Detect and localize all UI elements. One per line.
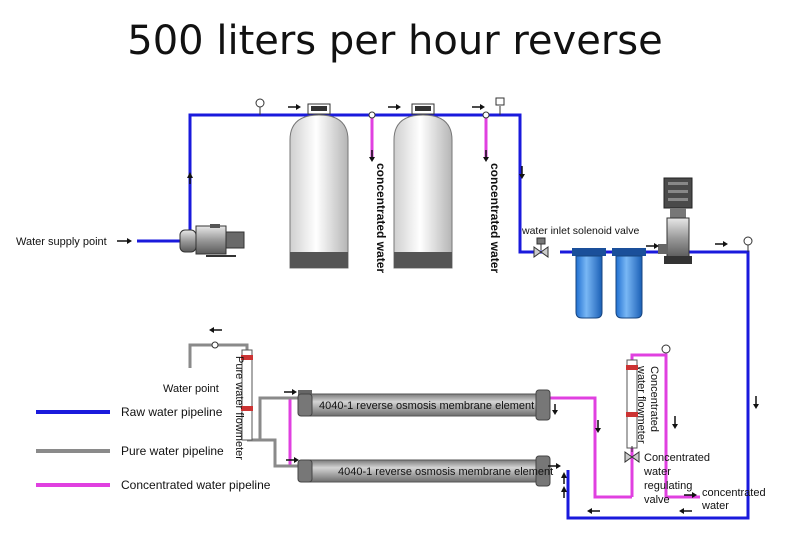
arrow-up-icon xyxy=(187,172,193,184)
arrow-down-icon xyxy=(483,150,489,162)
arrow-down-icon xyxy=(595,420,601,433)
solenoid-valve-icon xyxy=(533,237,549,258)
regulating-valve-label-1: Concentrated xyxy=(644,452,710,464)
legend-label-pure: Pure water pipeline xyxy=(121,444,224,458)
arrow-down-icon xyxy=(519,166,525,179)
page-title: 500 liters per hour reverse xyxy=(127,18,663,64)
concentrated-water-label-2: concentrated water xyxy=(488,163,502,273)
pure-water-flowmeter-label: Pure water flowmeter xyxy=(233,356,245,460)
arrow-down-icon xyxy=(369,150,375,162)
membrane-1-label: 4040-1 reverse osmosis membrane element xyxy=(319,400,534,412)
arrow-right-icon xyxy=(286,457,299,463)
concentrated-outlet-label-2: water xyxy=(701,500,729,512)
regulating-valve-label-3: regulating xyxy=(644,480,692,492)
water-inlet-solenoid-valve-label: water inlet solenoid valve xyxy=(521,225,639,237)
arrow-right-icon xyxy=(715,241,728,247)
regulating-valve-label-4: valve xyxy=(644,494,670,506)
arrow-down-icon xyxy=(552,404,558,415)
drain-valve-icon xyxy=(368,111,376,119)
sampling-valve-icon xyxy=(211,341,219,349)
membrane-2-label: 4040-1 reverse osmosis membrane element xyxy=(338,466,553,478)
arrow-left-icon xyxy=(209,327,222,333)
sand-filter-tank xyxy=(289,103,349,269)
ro-membrane-2: 4040-1 reverse osmosis membrane element xyxy=(297,455,553,487)
arrow-left-icon xyxy=(679,508,692,514)
regulating-valve-label-2: water xyxy=(643,466,671,478)
high-pressure-pump-icon xyxy=(658,177,693,264)
arrow-right-icon xyxy=(684,492,697,498)
legend: Raw water pipeline Pure water pipeline C… xyxy=(36,405,271,492)
arrow-right-icon xyxy=(288,104,301,110)
concentrated-outlet-label-1: concentrated xyxy=(702,487,766,499)
carbon-filter-tank xyxy=(393,103,453,269)
pressure-gauge-icon xyxy=(661,344,671,354)
legend-label-raw: Raw water pipeline xyxy=(121,405,223,419)
cartridge-filter-2 xyxy=(612,248,646,319)
feed-pump-icon xyxy=(179,224,245,257)
pressure-gauge-icon xyxy=(255,98,265,115)
water-point-label: Water point xyxy=(163,383,219,395)
arrow-right-icon xyxy=(548,463,561,469)
arrow-down-icon xyxy=(753,396,759,409)
concentrated-water-label-1: concentrated water xyxy=(374,163,388,273)
drain-valve-icon xyxy=(482,111,490,119)
water-supply-point-label: Water supply point xyxy=(16,236,107,248)
arrow-right-icon xyxy=(472,104,485,110)
concentrated-water-flowmeter-label-1: Concentrated xyxy=(648,366,660,432)
ro-membrane-1: 4040-1 reverse osmosis membrane element xyxy=(297,389,551,421)
regulating-valve-icon xyxy=(624,446,640,463)
arrow-left-icon xyxy=(587,508,600,514)
arrow-right-icon xyxy=(117,238,132,244)
pressure-gauge-icon xyxy=(743,236,753,252)
pure-water-flowmeter-icon xyxy=(241,349,253,441)
cartridge-filter-1 xyxy=(572,248,606,319)
arrow-right-icon xyxy=(646,243,659,249)
arrow-right-icon xyxy=(284,389,297,395)
arrow-up-icon xyxy=(561,472,567,484)
legend-label-concentrated: Concentrated water pipeline xyxy=(121,478,271,492)
arrow-down-icon xyxy=(672,416,678,429)
pressure-gauge-icon xyxy=(495,97,505,115)
arrow-up-icon xyxy=(561,486,567,498)
arrow-right-icon xyxy=(388,104,401,110)
concentrated-water-flowmeter-label-2: water flowmeter xyxy=(635,365,647,444)
